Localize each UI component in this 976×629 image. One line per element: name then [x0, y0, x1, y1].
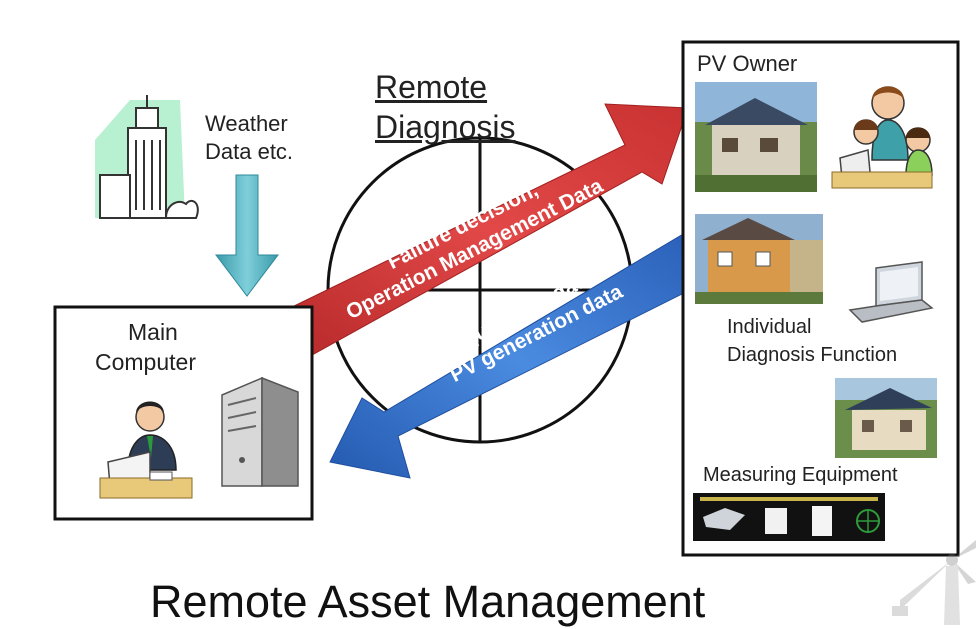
pv-owner-title: PV Owner	[697, 51, 798, 76]
server-icon	[221, 376, 299, 487]
measuring-equipment-label: Measuring Equipment	[703, 464, 898, 486]
remote-diagnosis-title-line1: Remote	[375, 69, 488, 105]
red-arrow	[289, 103, 689, 356]
individual-diagnosis-line2: Diagnosis Function	[727, 344, 898, 366]
measuring-equipment-photo	[693, 493, 885, 541]
laptop-icon	[848, 261, 934, 323]
house-photo-3	[835, 378, 937, 458]
main-computer-label-line1: Main	[128, 319, 178, 345]
house-photo-1	[695, 82, 817, 192]
remote-asset-management-caption: Remote Asset Management	[150, 576, 706, 627]
weather-arrow	[214, 174, 280, 297]
main-computer-label-line2: Computer	[95, 349, 196, 375]
operator-icon	[99, 401, 193, 499]
house-photo-2	[695, 214, 823, 304]
building-icon	[95, 95, 199, 219]
family-icon	[831, 86, 933, 189]
weather-label-line1: Weather	[205, 111, 288, 136]
blue-arrow	[329, 229, 691, 479]
individual-diagnosis-line1: Individual	[727, 316, 812, 338]
wind-turbine-icon	[892, 540, 976, 625]
weather-label-line2: Data etc.	[205, 139, 294, 164]
red-arrow-line2: Operation Management Data	[342, 174, 606, 324]
remote-diagnosis-title-line2: Diagnosis	[375, 109, 516, 145]
